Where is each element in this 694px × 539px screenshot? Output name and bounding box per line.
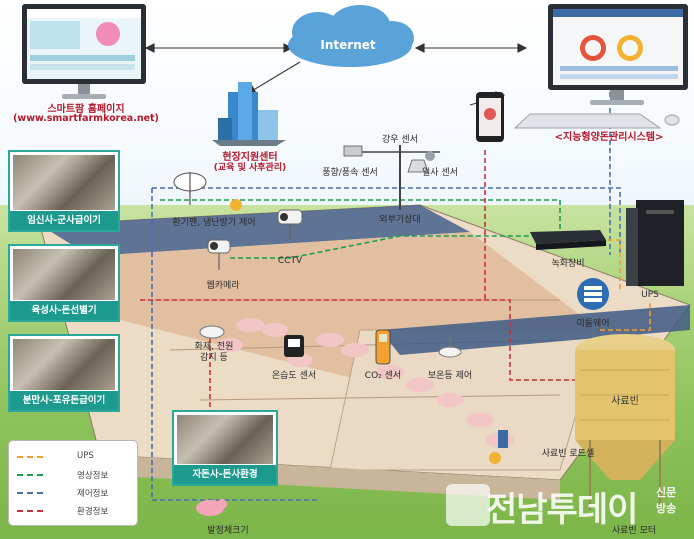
camera-devices bbox=[207, 209, 303, 270]
panel-label: 육성사-돈선별기 bbox=[10, 301, 118, 320]
panel-photo bbox=[177, 415, 273, 464]
video-line bbox=[230, 235, 560, 259]
pig bbox=[316, 333, 344, 347]
co2-sensor-label: CO₂ 센서 bbox=[364, 371, 402, 381]
middleware-label: 미들웨어 bbox=[576, 319, 610, 329]
legend-label: 영상정보 bbox=[77, 471, 109, 481]
ups-device bbox=[626, 200, 684, 286]
control-line bbox=[152, 187, 621, 255]
watermark-name: 전남투데이 bbox=[486, 490, 638, 530]
support-center-title: 현장지원센터 bbox=[222, 152, 278, 163]
watermark: 전남투데이 신문 방송 bbox=[446, 482, 686, 530]
management-monitor bbox=[513, 4, 688, 129]
panel-photo bbox=[13, 249, 115, 300]
pig bbox=[436, 393, 464, 407]
webcam-label: 웹카메라 bbox=[206, 281, 240, 291]
homepage-monitor bbox=[22, 4, 146, 99]
ups-line bbox=[600, 300, 651, 331]
panel-nursery: 자돈사-돈사환경 bbox=[172, 410, 278, 486]
legend: UPS 영상정보 제어정보 환경정보 bbox=[8, 440, 138, 526]
panel-photo bbox=[13, 155, 115, 210]
legend-swatch bbox=[17, 492, 43, 494]
watermark-sub-newspaper: 신문 bbox=[656, 486, 677, 499]
middleware-device bbox=[577, 278, 609, 310]
environment-line bbox=[175, 330, 211, 441]
wind-sensor-label: 풍향/풍속 센서 bbox=[322, 168, 378, 178]
connection-lines bbox=[140, 20, 651, 501]
feed-bin-silo bbox=[575, 334, 675, 510]
feed-load-cell-label: 사료빈 로드셀 bbox=[541, 449, 595, 459]
barn-building bbox=[39, 204, 691, 500]
feed-hardware bbox=[489, 430, 508, 464]
legend-label: 제어정보 bbox=[77, 489, 109, 499]
pig bbox=[466, 413, 494, 427]
pig bbox=[262, 323, 288, 337]
internet-label: Internet bbox=[320, 38, 376, 52]
panel-label: 분만사-포유돈급이기 bbox=[10, 391, 118, 410]
legend-swatch bbox=[17, 474, 43, 476]
watermark-sub-broadcast: 방송 bbox=[656, 502, 677, 515]
smartphone bbox=[476, 92, 504, 142]
control-line bbox=[151, 188, 320, 501]
homepage-url[interactable]: (www.smartfarmkorea.net) bbox=[13, 113, 159, 124]
panel-growing: 육성사-돈선별기 bbox=[8, 244, 120, 322]
rain-sensor-label: 강우 센서 bbox=[382, 135, 418, 145]
pig bbox=[236, 318, 264, 332]
legend-label: UPS bbox=[77, 451, 94, 461]
support-center-building bbox=[212, 82, 286, 146]
heating-control-label: 보온등 제어 bbox=[427, 371, 473, 381]
feed-motor-label: 사료빈 모터 bbox=[611, 526, 657, 536]
homepage-title: 스마트팜 홈페이지 bbox=[47, 104, 125, 115]
legend-swatch bbox=[17, 510, 43, 512]
fan-label: 환기팬, 냉난방기 제어 bbox=[172, 218, 256, 228]
support-center-subtitle: (교육 및 사후관리) bbox=[213, 163, 287, 173]
fire-sensor-label: 화재, 전원 감지 등 bbox=[194, 342, 234, 363]
pig bbox=[341, 343, 369, 357]
ups-label: UPS bbox=[641, 290, 659, 300]
internet-cloud bbox=[288, 5, 414, 67]
solar-sensor-label: 일사 센서 bbox=[422, 168, 458, 178]
recorder-label: 녹화장비 bbox=[551, 259, 585, 269]
temp-humidity-sensor-label: 온습도 센서 bbox=[271, 371, 317, 381]
panel-photo bbox=[13, 339, 115, 390]
panel-gestation: 임신사-군사급이기 bbox=[8, 150, 120, 232]
watermark-logo bbox=[446, 484, 490, 526]
fan-device bbox=[173, 172, 242, 211]
estrus-checker-label: 발정체크기 bbox=[207, 526, 249, 536]
legend-swatch bbox=[17, 456, 43, 458]
pig bbox=[376, 365, 404, 379]
pig bbox=[217, 338, 243, 352]
sensor-devices bbox=[199, 325, 462, 365]
cctv-label: CCTV bbox=[277, 256, 303, 266]
pig bbox=[406, 378, 434, 392]
panel-farrowing: 분만사-포유돈급이기 bbox=[8, 334, 120, 412]
pig-group bbox=[217, 318, 514, 447]
recorder-device bbox=[530, 230, 606, 250]
management-system-title: <지능형양돈관리시스템> bbox=[554, 132, 664, 143]
video-line bbox=[160, 199, 561, 230]
panel-label: 자돈사-돈사환경 bbox=[174, 465, 276, 484]
weather-station-label: 외부기상대 bbox=[379, 215, 421, 225]
estrus-checker-icon bbox=[196, 499, 227, 516]
panel-label: 임신사-군사급이기 bbox=[10, 211, 118, 230]
feed-bin-label: 사료빈 bbox=[611, 396, 639, 407]
legend-label: 환경정보 bbox=[77, 507, 109, 517]
environment-line bbox=[140, 299, 590, 381]
weather-station bbox=[343, 145, 440, 210]
